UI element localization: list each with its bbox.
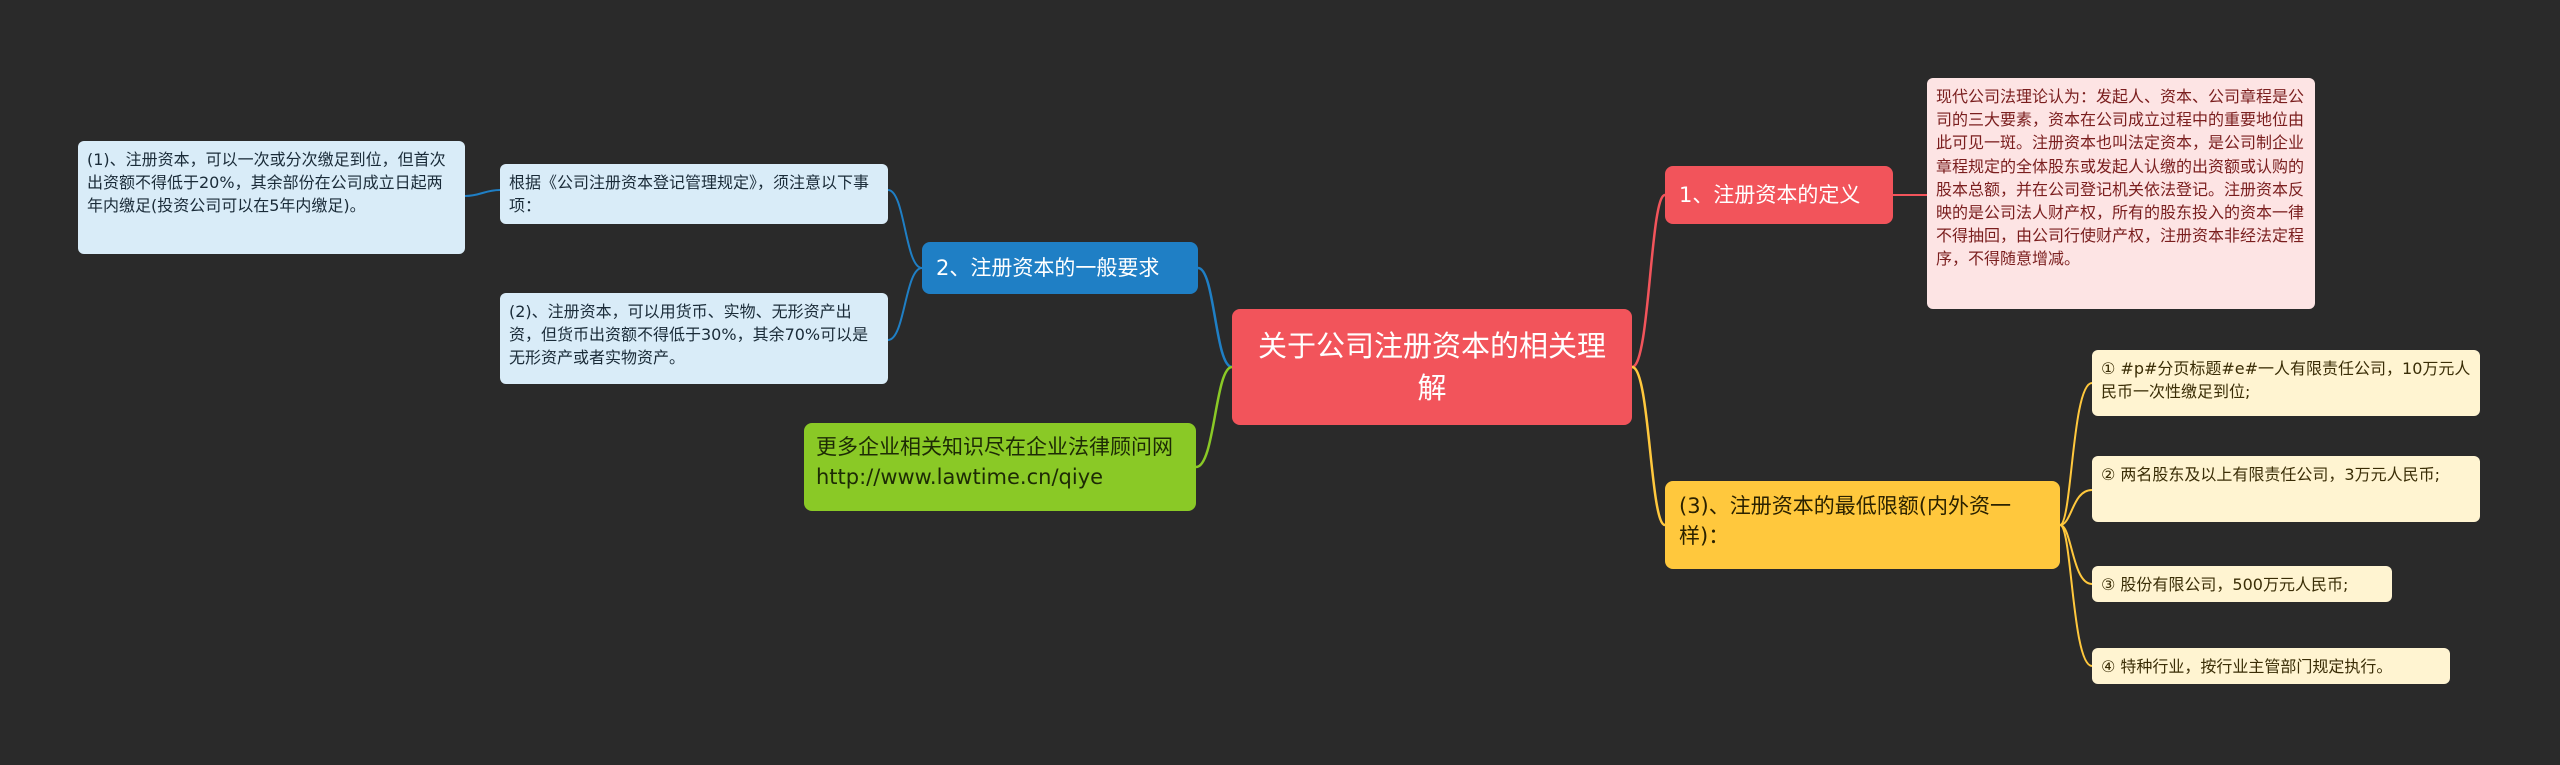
branch-more-text: 更多企业相关知识尽在企业法律顾问网http://www.lawtime.cn/q… <box>816 435 1173 490</box>
link-minimum-item2 <box>2059 489 2093 526</box>
minimum-item-4[interactable]: ④ 特种行业，按行业主管部门规定执行。 <box>2092 648 2450 684</box>
link-requirements-sub1 <box>887 189 923 269</box>
minimum-item-1-text: ① #p#分页标题#e#一人有限责任公司，10万元人民币一次性缴足到位; <box>2101 359 2471 402</box>
branch-requirements[interactable]: 2、注册资本的一般要求 <box>922 242 1198 294</box>
requirements-sub1-child[interactable]: (1)、注册资本，可以一次或分次缴足到位，但首次出资额不得低于20%，其余部份在… <box>78 141 465 254</box>
link-root-requirements <box>1197 266 1233 369</box>
branch-definition-label: 1、注册资本的定义 <box>1679 182 1861 207</box>
link-root-more <box>1195 365 1233 469</box>
branch-more[interactable]: 更多企业相关知识尽在企业法律顾问网http://www.lawtime.cn/q… <box>804 423 1196 511</box>
branch-minimum-label: (3)、注册资本的最低限额(内外资一样)： <box>1679 494 2011 549</box>
minimum-item-3-text: ③ 股份有限公司，500万元人民币; <box>2101 575 2349 594</box>
requirements-sub1[interactable]: 根据《公司注册资本登记管理规定》，须注意以下事项： <box>500 164 888 224</box>
branch-requirements-label: 2、注册资本的一般要求 <box>936 255 1160 280</box>
requirements-sub1-child-text: (1)、注册资本，可以一次或分次缴足到位，但首次出资额不得低于20%，其余部份在… <box>87 150 446 216</box>
minimum-item-2[interactable]: ② 两名股东及以上有限责任公司，3万元人民币; <box>2092 456 2480 522</box>
link-minimum-item1 <box>2059 382 2093 526</box>
link-minimum-item4 <box>2059 524 2093 667</box>
link-sub1-child <box>464 189 501 197</box>
minimum-item-2-text: ② 两名股东及以上有限责任公司，3万元人民币; <box>2101 465 2441 484</box>
root-topic[interactable]: 关于公司注册资本的相关理解 <box>1232 309 1632 425</box>
branch-definition[interactable]: 1、注册资本的定义 <box>1665 166 1893 224</box>
definition-detail[interactable]: 现代公司法理论认为：发起人、资本、公司章程是公司的三大要素，资本在公司成立过程中… <box>1927 78 2315 309</box>
minimum-item-1[interactable]: ① #p#分页标题#e#一人有限责任公司，10万元人民币一次性缴足到位; <box>2092 350 2480 416</box>
link-root-definition <box>1631 193 1667 369</box>
link-requirements-sub2 <box>887 267 923 341</box>
requirements-sub2[interactable]: (2)、注册资本，可以用货币、实物、无形资产出资，但货币出资额不得低于30%，其… <box>500 293 888 384</box>
minimum-item-4-text: ④ 特种行业，按行业主管部门规定执行。 <box>2101 657 2393 676</box>
link-minimum-item3 <box>2059 524 2093 585</box>
minimum-item-3[interactable]: ③ 股份有限公司，500万元人民币; <box>2092 566 2392 602</box>
definition-detail-text: 现代公司法理论认为：发起人、资本、公司章程是公司的三大要素，资本在公司成立过程中… <box>1936 87 2305 269</box>
requirements-sub1-text: 根据《公司注册资本登记管理规定》，须注意以下事项： <box>509 173 870 216</box>
branch-minimum[interactable]: (3)、注册资本的最低限额(内外资一样)： <box>1665 481 2060 569</box>
requirements-sub2-text: (2)、注册资本，可以用货币、实物、无形资产出资，但货币出资额不得低于30%，其… <box>509 302 869 368</box>
root-topic-text: 关于公司注册资本的相关理解 <box>1257 328 1606 405</box>
link-root-minimum <box>1631 365 1667 527</box>
